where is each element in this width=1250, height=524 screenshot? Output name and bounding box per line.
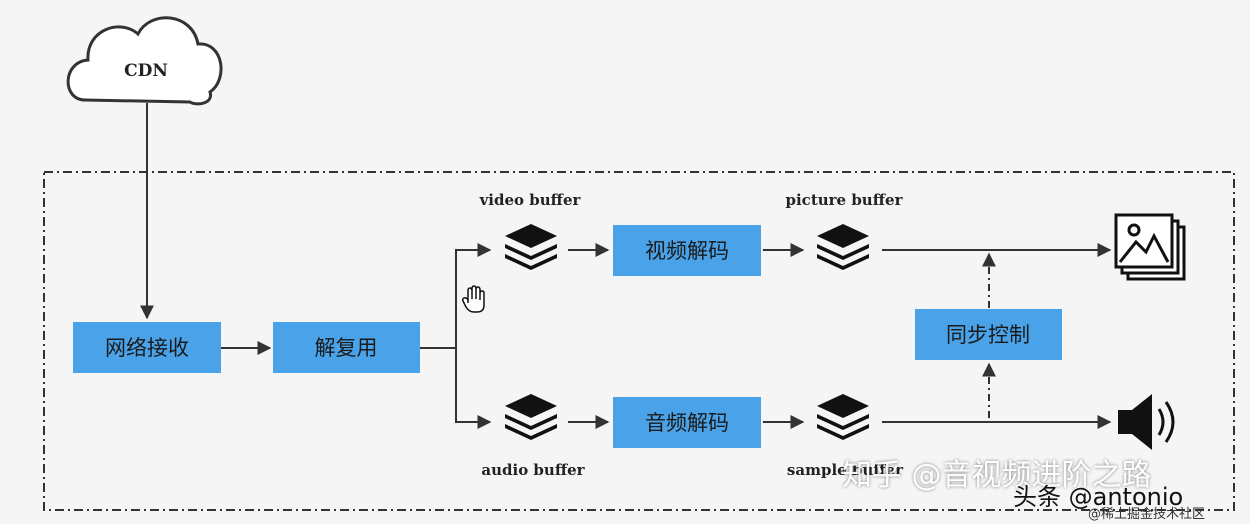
- sample-buffer-caption: sample buffer: [787, 461, 904, 479]
- audio-buffer-caption: audio buffer: [481, 461, 585, 479]
- sync-control-label: 同步控制: [946, 323, 1030, 347]
- picture-buffer-layers-icon: [817, 224, 869, 270]
- demux-to-audio-buffer-arrow: [455, 348, 492, 429]
- video-buffer-caption: video buffer: [479, 191, 582, 209]
- sync-control-node: 同步控制: [915, 309, 1062, 360]
- sample-buffer-layers-icon: [817, 394, 869, 440]
- audio-decode-label: 音频解码: [645, 411, 729, 435]
- demux-node: 解复用: [273, 322, 420, 373]
- cdn-label: CDN: [124, 61, 168, 81]
- demux-label: 解复用: [315, 336, 378, 360]
- network-receive-label: 网络接收: [105, 336, 189, 360]
- network-receive-node: 网络接收: [73, 322, 221, 373]
- audio-buffer-layers-icon: [505, 394, 557, 440]
- demux-to-video-buffer-arrow: [455, 243, 492, 348]
- audio-decode-node: 音频解码: [613, 397, 761, 448]
- toutiao-watermark: 头条 @antonio: [1013, 483, 1184, 511]
- cdn-cloud: CDN: [66, 16, 223, 106]
- community-watermark: @稀土掘金技术社区: [1088, 507, 1206, 522]
- image-stack-icon: [1114, 213, 1186, 281]
- system-boundary: [43, 171, 1235, 511]
- video-decode-label: 视频解码: [645, 239, 729, 263]
- picture-buffer-caption: picture buffer: [786, 191, 904, 209]
- video-decode-node: 视频解码: [613, 225, 761, 276]
- hand-cursor-icon: [461, 285, 485, 313]
- video-buffer-layers-icon: [505, 224, 557, 270]
- speaker-icon: [1118, 394, 1175, 450]
- zhihu-watermark: 知乎 @音视频进阶之路: [842, 458, 1152, 493]
